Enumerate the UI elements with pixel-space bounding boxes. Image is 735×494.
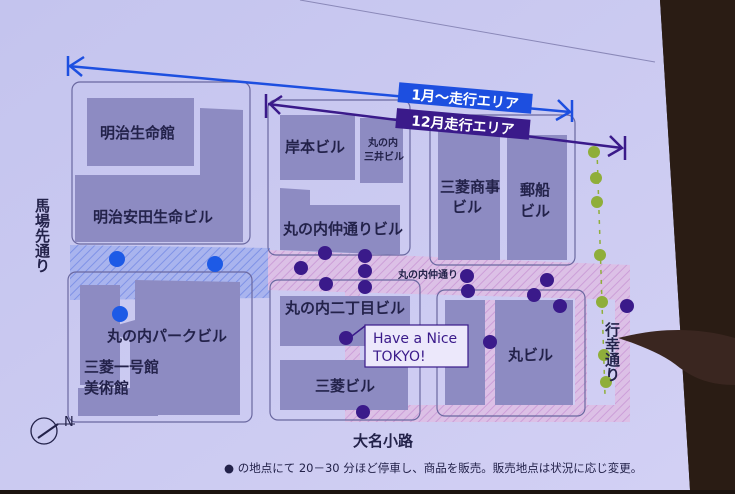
label-nakadori-bldg: 丸の内仲通りビル	[282, 220, 403, 238]
label-ichigokan-2: 美術館	[84, 379, 129, 397]
label-nakadori-street: 丸の内仲通り	[397, 268, 458, 281]
compass-north-label: N	[64, 415, 74, 430]
label-shoji-1: 三菱商事	[440, 178, 500, 196]
december-route-badge	[395, 108, 531, 140]
label-park-bldg: 丸の内パークビル	[106, 327, 227, 345]
label-mitsui-2: 三井ビル	[364, 150, 404, 163]
january-route-badge	[397, 82, 533, 114]
label-yusen-2: ビル	[520, 202, 550, 220]
stop-dots-purple	[294, 246, 634, 419]
callout-line2: TOKYO!	[372, 349, 426, 365]
label-nichome: 丸の内二丁目ビル	[284, 299, 405, 317]
gyoko-trees	[588, 146, 612, 396]
stop-dots-blue	[109, 251, 223, 322]
building-kishimoto	[280, 115, 355, 180]
pointing-hand	[618, 330, 735, 385]
label-babasaki-street: 馬場先通り	[33, 198, 51, 273]
label-meiji-yasuda: 明治安田生命ビル	[93, 208, 213, 226]
label-ichigokan-1: 三菱一号館	[84, 358, 159, 376]
label-yusen-1: 郵船	[520, 181, 550, 199]
label-mitsubishi-bldg: 三菱ビル	[315, 377, 375, 395]
have-a-nice-tokyo-callout	[364, 324, 469, 368]
label-daimyo-koji: 大名小路	[353, 432, 414, 450]
callout-line1: Have a Nice	[373, 331, 457, 347]
label-shoji-2: ビル	[452, 198, 482, 216]
compass-icon: N	[30, 415, 75, 445]
footnote: ● の地点にて 20－30 分ほど停車し、商品を販売。販売地点は状況に応じ変更。	[224, 461, 642, 475]
label-kishimoto: 岸本ビル	[285, 138, 345, 156]
label-meiji-seimei: 明治生命館	[100, 124, 175, 142]
building-meiji-seimei	[87, 98, 194, 166]
label-maru-bldg: 丸ビル	[507, 346, 553, 364]
label-mitsui-1: 丸の内	[367, 136, 398, 149]
label-gyoko-street: 行幸通り	[603, 321, 621, 382]
